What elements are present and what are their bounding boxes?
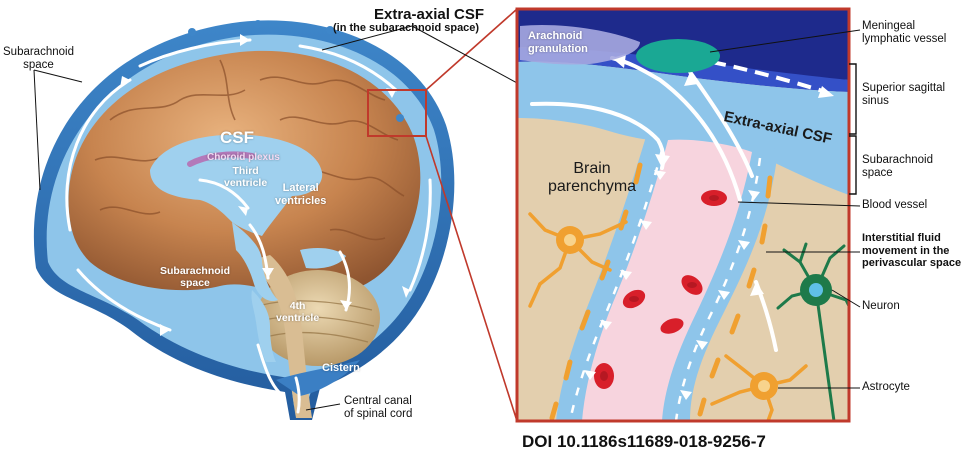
perivascular-flow bbox=[568, 149, 762, 421]
inset-box bbox=[367, 89, 427, 137]
csf-drainage-arrows bbox=[530, 56, 778, 352]
neuron-label: Neuron bbox=[862, 300, 900, 312]
choroid-plexus-label: Choroid plexus bbox=[207, 152, 280, 163]
central-canal-label: Central canal of spinal cord bbox=[344, 395, 413, 421]
left-brain-illustration bbox=[33, 8, 531, 422]
doi-caption: DOI 10.1186s11689-018-9256-7 bbox=[522, 432, 766, 451]
blood-vessel bbox=[582, 139, 752, 421]
extra-axial-csf-band bbox=[517, 61, 849, 196]
cistern-label: Cistern bbox=[322, 362, 360, 374]
subarachnoid-space-label-right: Subarachnoid space bbox=[862, 154, 933, 180]
extra-axial-subtitle: (in the subarachnoid space) bbox=[333, 22, 480, 34]
blood-vessel-label: Blood vessel bbox=[862, 199, 928, 211]
right-panel-frame bbox=[515, 7, 851, 423]
lateral-ventricles-label: Lateral ventricles bbox=[275, 182, 327, 207]
brain-parenchyma-label: Brain parenchyma bbox=[548, 160, 637, 196]
subarachnoid-space-label-top: Subarachnoid space bbox=[3, 46, 74, 72]
superior-sagittal-sinus-label: Superior sagittal sinus bbox=[862, 82, 946, 108]
csf-label: CSF bbox=[220, 128, 254, 147]
right-detail-panel bbox=[517, 9, 849, 421]
arachnoid-bumps bbox=[188, 20, 404, 122]
arachnoid-granulation bbox=[520, 24, 640, 65]
fourth-ventricle-label: 4th ventricle bbox=[276, 300, 320, 325]
third-ventricle-label: Third ventricle bbox=[224, 165, 268, 190]
interstitial-fluid-label: Interstitial fluid movement in the periv… bbox=[862, 232, 962, 270]
arachnoid-granulation-label: Arachnoid granulation bbox=[528, 30, 588, 55]
meningeal-lymphatic-vessel bbox=[636, 39, 720, 73]
label-brackets bbox=[849, 63, 857, 195]
right-leader-lines bbox=[709, 29, 861, 389]
extra-axial-title: Extra-axial CSF bbox=[374, 6, 485, 23]
brain-gyri bbox=[94, 59, 405, 241]
meningeal-lymphatic-label: Meningeal lymphatic vessel bbox=[862, 20, 947, 46]
choroid-plexus bbox=[187, 151, 255, 167]
subarachnoid-space-label-bottom: Subarachnoid space bbox=[160, 265, 231, 290]
astrocyte-endfeet bbox=[549, 162, 773, 421]
astrocyte-label: Astrocyte bbox=[862, 381, 910, 393]
